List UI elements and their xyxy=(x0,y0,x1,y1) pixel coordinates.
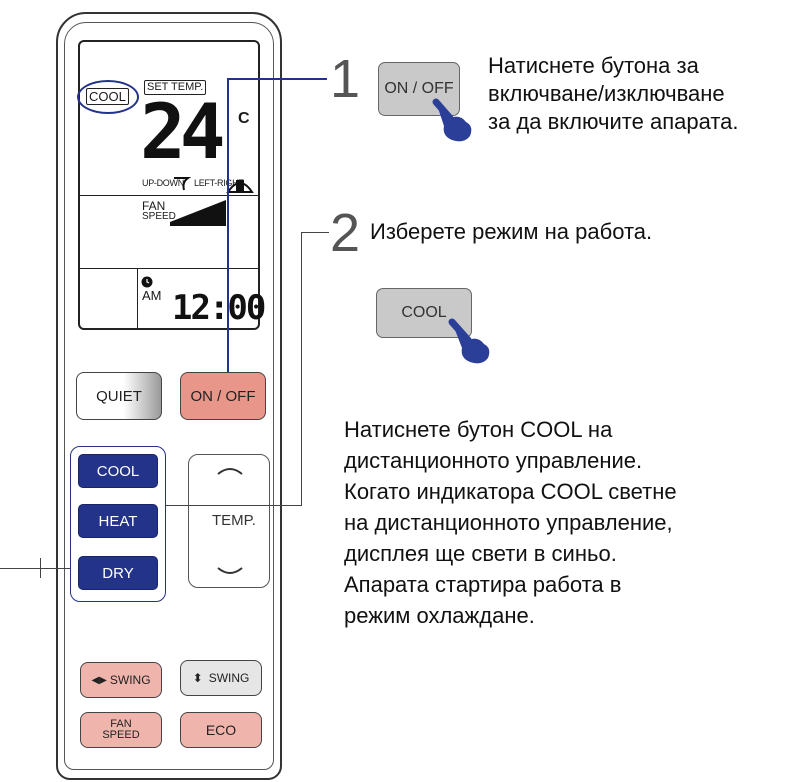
left-right-label: LEFT-RIGHT xyxy=(194,178,244,188)
lcd-divider xyxy=(80,268,258,269)
instruction-line2: дистанционното управление. xyxy=(344,448,643,473)
temp-label: TEMP. xyxy=(212,512,256,529)
speed-label: SPEED xyxy=(142,211,176,222)
lcd-divider xyxy=(80,195,258,196)
callout-line-step2-horizontal xyxy=(166,505,302,507)
remote-control-face xyxy=(64,22,274,770)
temp-up-icon[interactable] xyxy=(216,464,244,476)
step1-onoff-button-illustration: ON / OFF xyxy=(378,62,460,116)
swing-left-right-label: SWING xyxy=(109,673,151,687)
up-down-label: UP-DOWN xyxy=(142,178,184,188)
step1-text-line1: Натиснете бутона за xyxy=(488,53,699,78)
swing-up-down-button[interactable]: ⬍ SWING xyxy=(180,660,262,696)
step2-cool-label: COOL xyxy=(401,304,447,321)
temp-pad xyxy=(188,454,270,588)
instruction-line1: Натиснете бутон COOL на xyxy=(344,417,613,442)
step1-number: 1 xyxy=(330,49,361,109)
cool-highlight-oval xyxy=(77,80,139,114)
quiet-button[interactable]: QUIET xyxy=(76,372,162,420)
fan-speed-label-2: SPEED xyxy=(102,729,140,741)
instruction-line3: Когато индикатора COOL светне xyxy=(344,479,677,504)
callout-line-step1-horizontal xyxy=(227,78,327,80)
clock-readout: 12:00 xyxy=(172,288,266,328)
temp-unit: C xyxy=(238,110,250,127)
dry-button[interactable]: DRY xyxy=(78,556,158,590)
swing-up-down-label: SWING xyxy=(208,671,250,685)
left-right-swing-icon xyxy=(226,180,254,193)
callout-line-step1-vertical xyxy=(227,78,229,372)
instruction-line5: дисплея ще свети в синьо. xyxy=(344,541,617,566)
mode-button-group xyxy=(70,446,166,602)
set-temp-label: SET TEMP. xyxy=(144,80,207,95)
left-pointer-line xyxy=(0,568,70,570)
heat-button[interactable]: HEAT xyxy=(78,504,158,538)
eco-button[interactable]: ECO xyxy=(180,712,262,748)
hand-pointer-icon xyxy=(448,318,490,364)
step1-text-line3: за да включите апарата. xyxy=(488,109,739,134)
step1-onoff-label: ON / OFF xyxy=(384,80,454,97)
step2-number: 2 xyxy=(330,203,361,263)
callout-line-step2-top xyxy=(301,232,329,234)
swing-left-right-button[interactable]: ◀▶ SWING xyxy=(80,662,162,698)
left-right-arrows-icon: ◀▶ xyxy=(91,674,107,686)
left-pointer-tick xyxy=(40,558,42,578)
step2-text: Изберете режим на работа. xyxy=(370,219,653,244)
fan-speed-label-1: FAN xyxy=(110,718,132,730)
callout-line-step2-vertical xyxy=(301,232,303,506)
cool-button[interactable]: COOL xyxy=(78,454,158,488)
fan-speed-bars-icon xyxy=(170,200,226,226)
temp-down-icon[interactable] xyxy=(216,566,244,578)
step1-text-line2: включване/изключване xyxy=(488,81,725,106)
up-down-swing-icon xyxy=(174,177,192,191)
fan-label: FAN xyxy=(142,199,166,213)
temperature-readout: 24 xyxy=(140,87,225,176)
instruction-line4: на дистанционното управление, xyxy=(344,510,673,535)
instruction-line6: Апарата стартира работа в xyxy=(344,572,622,597)
hand-pointer-icon xyxy=(432,98,472,142)
fan-speed-button[interactable]: FAN SPEED xyxy=(80,712,162,748)
am-label: AM xyxy=(142,288,162,303)
up-down-arrows-icon: ⬍ xyxy=(192,671,203,685)
on-off-button[interactable]: ON / OFF xyxy=(180,372,266,420)
clock-icon xyxy=(141,276,153,288)
lcd-divider xyxy=(137,268,138,328)
instruction-line7: режим охлаждане. xyxy=(344,603,535,628)
